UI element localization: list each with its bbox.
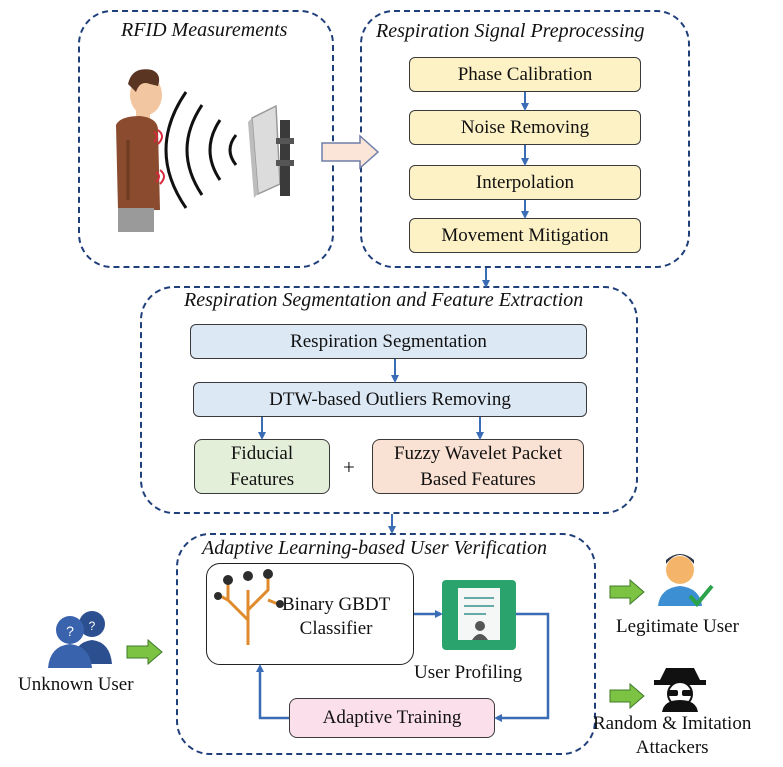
person-icon: [116, 69, 165, 232]
respiration-segmentation-step: Respiration Segmentation: [190, 324, 587, 359]
svg-text:?: ?: [89, 619, 96, 633]
user-profiling-label: User Profiling: [414, 662, 523, 683]
fiducial-features-box: Fiducial Features: [194, 439, 330, 494]
rfid-panel-title: RFID Measurements: [118, 19, 291, 42]
wavelet-features-box: Fuzzy Wavelet Packet Based Features: [372, 439, 584, 494]
movement-mitigation-step: Movement Mitigation: [409, 218, 641, 253]
interpolation-step: Interpolation: [409, 165, 641, 200]
rfid-to-preprocessing-arrow: [321, 134, 380, 170]
classifier-line-1: Binary GBDT: [282, 594, 391, 615]
attacker-icon: [654, 668, 706, 712]
segmentation-panel-title: Respiration Segmentation and Feature Ext…: [181, 289, 587, 312]
segmentation-panel: [140, 286, 638, 514]
dtw-outliers-step: DTW-based Outliers Removing: [193, 382, 587, 417]
tree-icon: [214, 569, 284, 645]
preprocessing-panel-title: Respiration Signal Preprocessing: [373, 20, 648, 43]
classifier-line-2: Classifier: [299, 617, 373, 639]
svg-text:?: ?: [66, 623, 74, 639]
wavelet-line-2: Based Features: [420, 468, 536, 490]
fiducial-line-2: Features: [229, 468, 295, 490]
document-icon: [442, 580, 516, 650]
noise-removing-step: Noise Removing: [409, 110, 641, 145]
wavelet-line-1: Fuzzy Wavelet Packet: [393, 442, 562, 464]
green-arrows: [126, 578, 645, 710]
signal-waves: [164, 91, 238, 209]
verification-panel-title: Adaptive Learning-based User Verificatio…: [199, 537, 550, 560]
plus-sign: +: [343, 455, 355, 479]
legitimate-user-label: Legitimate User: [616, 616, 739, 637]
legitimate-user-icon: [658, 554, 714, 608]
attackers-label: Random & Imitation Attackers: [593, 712, 751, 760]
attackers-line-1: Random & Imitation: [593, 713, 752, 734]
panel-connectors: [258, 268, 490, 534]
verification-panel: [176, 533, 596, 755]
phase-calibration-step: Phase Calibration: [409, 57, 641, 92]
verification-arrows: [256, 610, 550, 722]
classifier-label: Binary GBDT Classifier: [282, 593, 390, 641]
rfid-reader-icon: [248, 104, 294, 198]
unknown-users-icon: ? ?: [48, 611, 112, 668]
rfid-panel: [78, 10, 334, 268]
adaptive-training-box: Adaptive Training: [289, 698, 495, 738]
fiducial-line-1: Fiducial: [230, 442, 294, 464]
unknown-user-label: Unknown User: [18, 674, 134, 695]
attackers-line-2: Attackers: [635, 736, 709, 758]
